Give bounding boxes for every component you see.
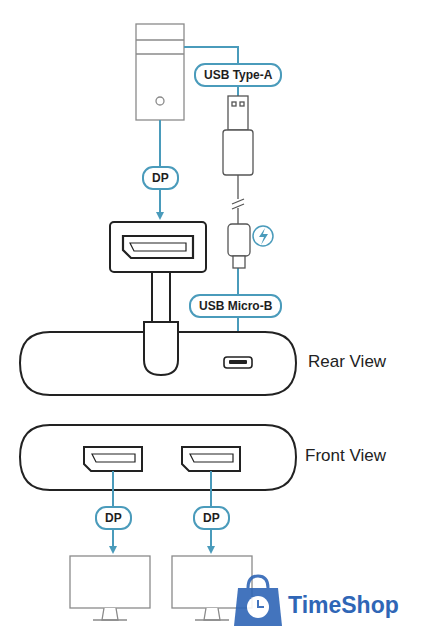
computer-tower	[136, 24, 184, 120]
view-label: Front View	[305, 446, 386, 466]
port-slot	[229, 360, 247, 364]
front-housing	[20, 425, 296, 490]
pill-text: DP	[203, 511, 220, 525]
pill-text: DP	[105, 511, 122, 525]
connector-label-pill: DP	[95, 506, 132, 530]
pill-text: USB Type-A	[204, 68, 272, 82]
dp-port	[84, 447, 240, 471]
micro-usb-port	[224, 357, 252, 368]
connector-label-pill: DP	[142, 166, 179, 190]
connector-label-pill: USB Type-A	[194, 63, 282, 87]
pill-text: DP	[152, 171, 169, 185]
pill-text: USB Micro-B	[199, 299, 272, 313]
watermark-icon	[234, 576, 282, 626]
monitor	[70, 556, 252, 620]
charge-icon	[253, 226, 273, 246]
watermark: TimeShop	[288, 592, 399, 619]
view-label: Rear View	[308, 352, 386, 372]
connector-label-pill: DP	[193, 506, 230, 530]
usb-a-plug	[223, 96, 253, 268]
connector-label-pill: USB Micro-B	[189, 294, 282, 318]
